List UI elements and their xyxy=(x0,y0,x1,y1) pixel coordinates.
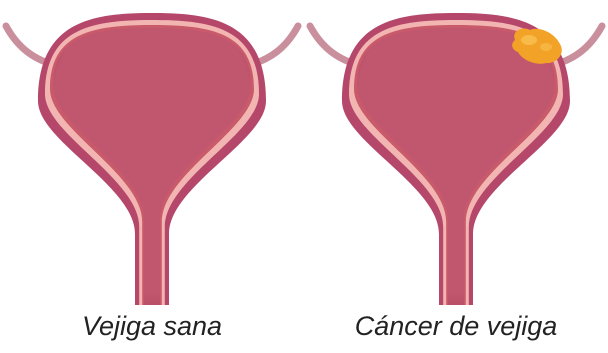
cancer-bladder-illustration xyxy=(304,0,608,305)
bladder-lumen xyxy=(357,28,555,305)
panel-healthy-bladder: Vejiga sana xyxy=(0,0,304,353)
panel-bladder-cancer: Cáncer de vejiga xyxy=(304,0,608,353)
caption-cancer: Cáncer de vejiga xyxy=(304,309,608,343)
bladder-lumen xyxy=(53,28,251,305)
healthy-bladder-illustration xyxy=(0,0,304,305)
caption-healthy: Vejiga sana xyxy=(0,309,304,343)
